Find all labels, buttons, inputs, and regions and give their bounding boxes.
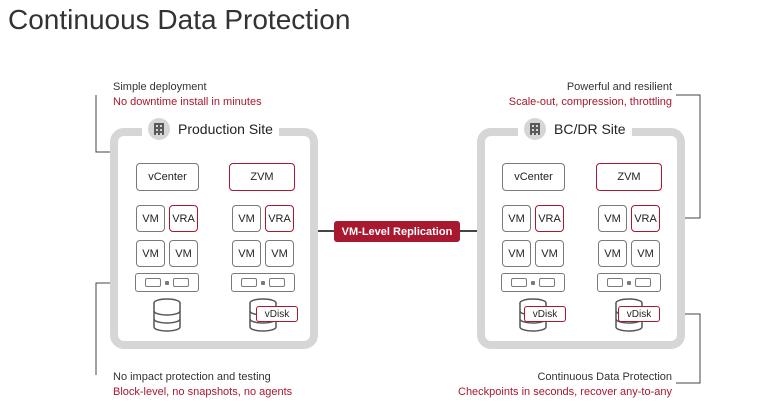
callout-subtext: Scale-out, compression, throttling	[508, 96, 672, 108]
vm-box: VM	[169, 240, 198, 267]
host-hardware	[501, 273, 565, 292]
production-site-label: Production Site	[178, 121, 273, 137]
vdisk-label: vDisk	[256, 306, 298, 322]
zvm-box: ZVM	[229, 163, 295, 191]
callout-heading: Continuous Data Protection	[537, 371, 672, 383]
vm-box: VM	[136, 205, 165, 232]
callout-heading: Powerful and resilient	[566, 81, 672, 93]
callout-simple-deployment: Simple deployment No downtime install in…	[113, 80, 262, 110]
zvm-box: ZVM	[596, 163, 662, 191]
replication-badge: VM-Level Replication	[334, 221, 460, 242]
vm-box: VM	[598, 240, 627, 267]
database-icon	[153, 298, 181, 332]
building-icon	[148, 118, 170, 140]
vdisk-label: vDisk	[524, 306, 566, 322]
vm-box: VM	[631, 240, 660, 267]
vm-box: VM	[265, 240, 294, 267]
dr-site-header: BC/DR Site	[518, 118, 632, 140]
vm-box: VM	[535, 240, 564, 267]
dr-site-label: BC/DR Site	[554, 121, 626, 137]
callout-heading: Simple deployment	[113, 81, 207, 93]
production-site-header: Production Site	[142, 118, 279, 140]
callout-heading: No impact protection and testing	[113, 371, 271, 383]
vm-box: VM	[232, 205, 261, 232]
host-hardware	[135, 273, 199, 292]
page-title: Continuous Data Protection	[8, 4, 351, 35]
vra-box: VRA	[535, 205, 564, 232]
vm-box: VM	[232, 240, 261, 267]
callout-powerful-resilient: Powerful and resilient Scale-out, compre…	[509, 80, 672, 110]
vcenter-box: vCenter	[502, 163, 565, 191]
callout-cdp: Continuous Data Protection Checkpoints i…	[458, 370, 672, 400]
building-icon	[524, 118, 546, 140]
vra-box: VRA	[169, 205, 198, 232]
vra-box: VRA	[265, 205, 294, 232]
vdisk-label: vDisk	[618, 306, 660, 322]
host-hardware	[597, 273, 661, 292]
vm-box: VM	[598, 205, 627, 232]
callout-subtext: No downtime install in minutes	[113, 96, 262, 108]
callout-no-impact: No impact protection and testing Block-l…	[113, 370, 292, 400]
vm-box: VM	[136, 240, 165, 267]
vcenter-box: vCenter	[136, 163, 199, 191]
vm-box: VM	[502, 205, 531, 232]
callout-subtext: Block-level, no snapshots, no agents	[113, 386, 293, 398]
host-hardware	[231, 273, 295, 292]
vm-box: VM	[502, 240, 531, 267]
callout-subtext: Checkpoints in seconds, recover any-to-a…	[458, 386, 672, 398]
vra-box: VRA	[631, 205, 660, 232]
